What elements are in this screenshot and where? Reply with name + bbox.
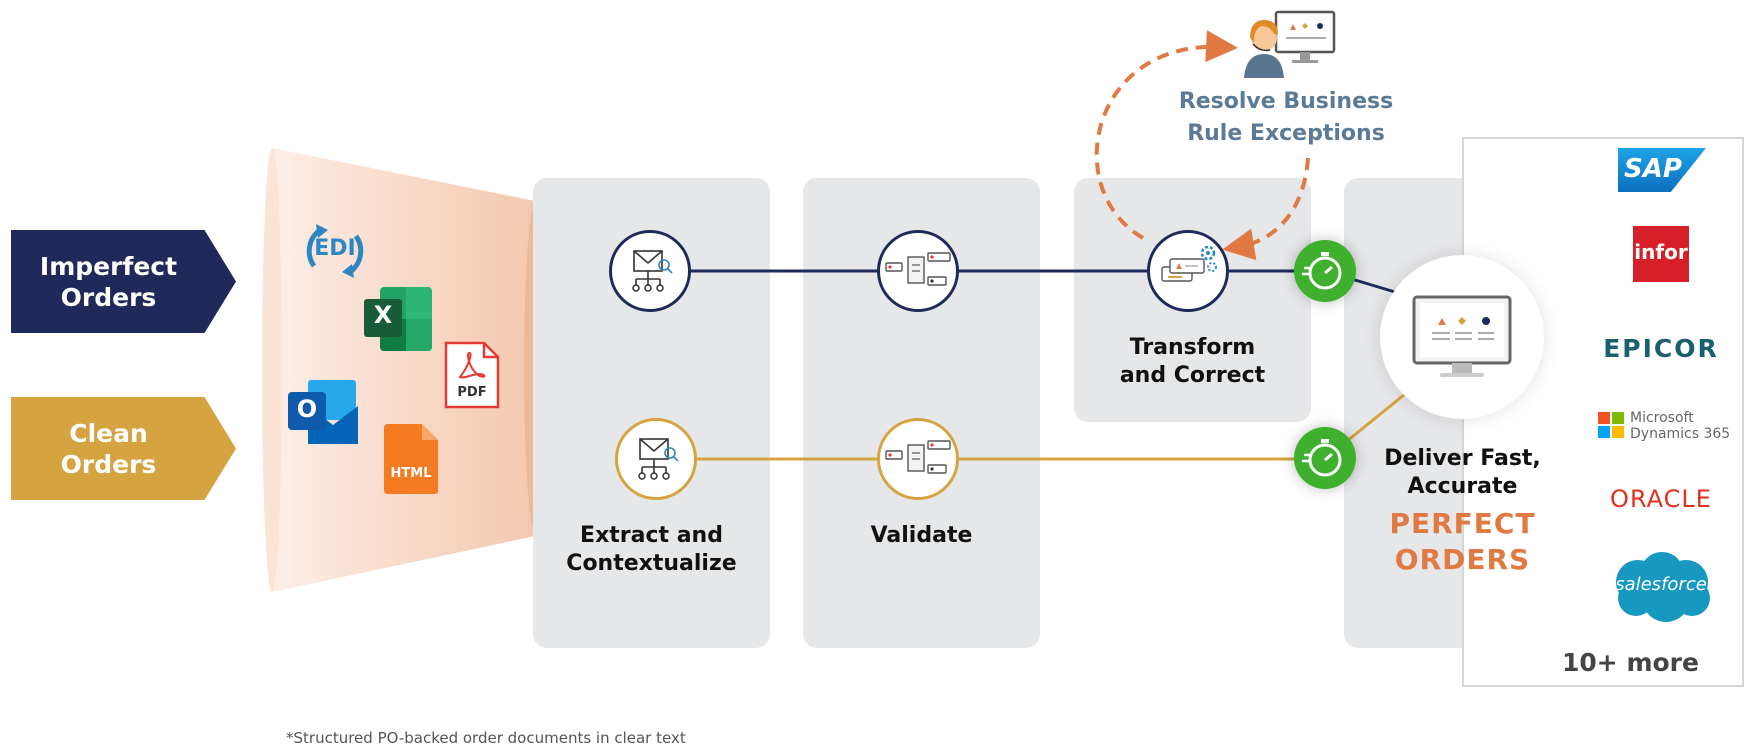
exception-label: Resolve Business Rule Exceptions bbox=[1178, 89, 1394, 146]
stopwatch-icon bbox=[1294, 240, 1356, 302]
clean-orders-arrow: Clean Orders bbox=[11, 397, 236, 500]
document-check-icon bbox=[885, 440, 951, 474]
infor-logo: infor bbox=[1633, 226, 1689, 282]
intake-funnel bbox=[262, 148, 548, 592]
gear-document-icon bbox=[1161, 245, 1217, 282]
perfect-orders-label: PERFECT ORDERS bbox=[1389, 507, 1536, 576]
imperfect-orders-arrow: Imperfect Orders bbox=[11, 230, 236, 333]
html-icon: HTML bbox=[384, 424, 438, 494]
microsoft-line2: Dynamics 365 bbox=[1630, 426, 1731, 442]
oracle-logo: ORACLE bbox=[1610, 485, 1712, 513]
transform-node bbox=[1147, 230, 1229, 312]
deliver-label: Deliver Fast, Accurate bbox=[1384, 446, 1541, 499]
validate-label: Validate bbox=[870, 523, 973, 548]
envelope-network-icon bbox=[638, 438, 679, 480]
excel-icon: X bbox=[364, 287, 432, 351]
monitor-node bbox=[1380, 255, 1544, 419]
outlook-icon: O bbox=[288, 380, 358, 444]
edi-label: EDI bbox=[314, 236, 356, 261]
imperfect-orders-label: Imperfect Orders bbox=[39, 251, 178, 312]
infor-logo-text: infor bbox=[1634, 240, 1688, 264]
validate-node-imperfect bbox=[877, 230, 959, 312]
extract-label: Extract and Contextualize bbox=[566, 523, 737, 576]
microsoft-line1: Microsoft bbox=[1630, 410, 1694, 426]
html-label: HTML bbox=[390, 466, 432, 481]
transform-label: Transform and Correct bbox=[1119, 335, 1266, 388]
outlook-letter: O bbox=[296, 395, 318, 423]
monitor-dashboard-icon bbox=[1412, 295, 1512, 377]
pdf-icon: PDF bbox=[444, 341, 500, 409]
salesforce-logo: salesforce bbox=[1606, 548, 1716, 626]
salesforce-logo-text: salesforce bbox=[1615, 574, 1707, 595]
excel-letter: X bbox=[373, 301, 393, 329]
envelope-network-icon bbox=[632, 250, 673, 292]
document-check-icon bbox=[885, 252, 951, 286]
extract-node-clean bbox=[615, 418, 697, 500]
extract-node-imperfect bbox=[609, 230, 691, 312]
clean-orders-label: Clean Orders bbox=[60, 418, 157, 479]
support-agent-icon bbox=[1240, 8, 1340, 78]
stopwatch-icon bbox=[1294, 427, 1356, 489]
sap-logo-text: SAP bbox=[1624, 154, 1682, 184]
pdf-label: PDF bbox=[457, 385, 487, 400]
validate-node-clean bbox=[877, 418, 959, 500]
footnote: *Structured PO-backed order documents in… bbox=[286, 729, 686, 747]
more-erp-label: 10+ more bbox=[1562, 648, 1699, 677]
epicor-logo: EPICOR bbox=[1603, 334, 1719, 363]
edi-icon: EDI bbox=[300, 216, 370, 286]
microsoft-dynamics-logo: Microsoft Dynamics 365 bbox=[1598, 410, 1732, 444]
